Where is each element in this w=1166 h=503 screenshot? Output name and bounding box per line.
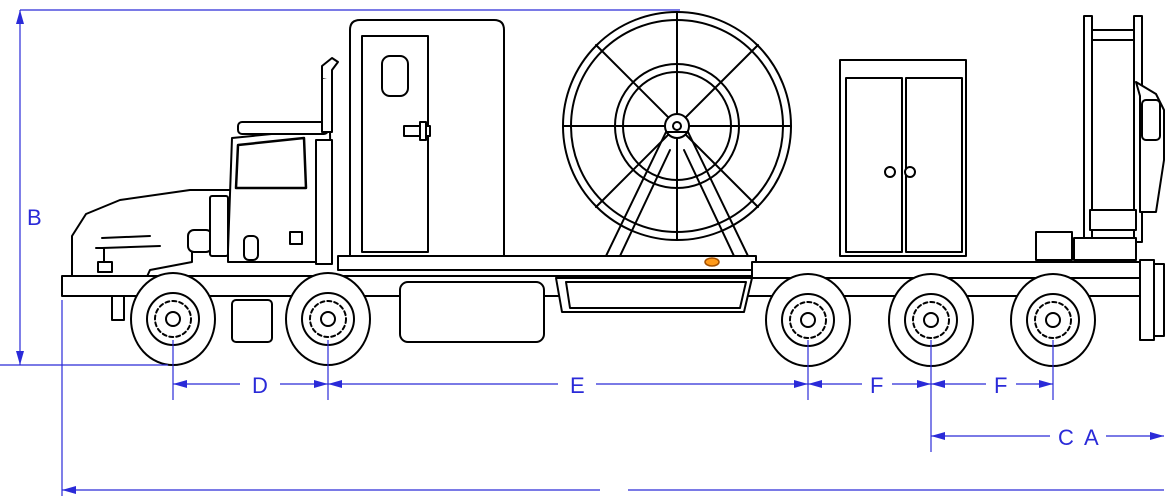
dim-f2-line — [931, 380, 1053, 388]
dim-label-a: A — [1084, 425, 1099, 450]
dim-label-f2: F — [994, 373, 1007, 398]
dim-label-c: C — [1058, 425, 1074, 450]
dim-label-b: B — [27, 205, 42, 230]
dim-label-f1: F — [870, 373, 883, 398]
wheels — [130, 272, 1096, 367]
rear-cabinet — [839, 59, 967, 257]
wheel-front — [130, 272, 216, 366]
rear-mast — [1035, 15, 1165, 261]
front-cabinet — [349, 19, 505, 257]
dim-label-e: E — [570, 373, 585, 398]
cab — [71, 57, 339, 293]
chassis — [61, 255, 1165, 343]
hose-reel — [562, 11, 792, 257]
dim-e-line — [328, 380, 808, 388]
truck-drawing — [61, 11, 1165, 367]
wheel-rear-2 — [888, 273, 974, 367]
dim-c-line — [931, 432, 1164, 440]
dim-a-line — [62, 486, 1164, 494]
dimension-lines — [0, 9, 1164, 496]
dim-d-line — [173, 380, 328, 388]
dim-label-d: D — [252, 373, 268, 398]
dim-b-line — [16, 10, 24, 365]
dim-f1-line — [808, 380, 931, 388]
dimension-labels: B D E F F C A — [27, 205, 1099, 450]
